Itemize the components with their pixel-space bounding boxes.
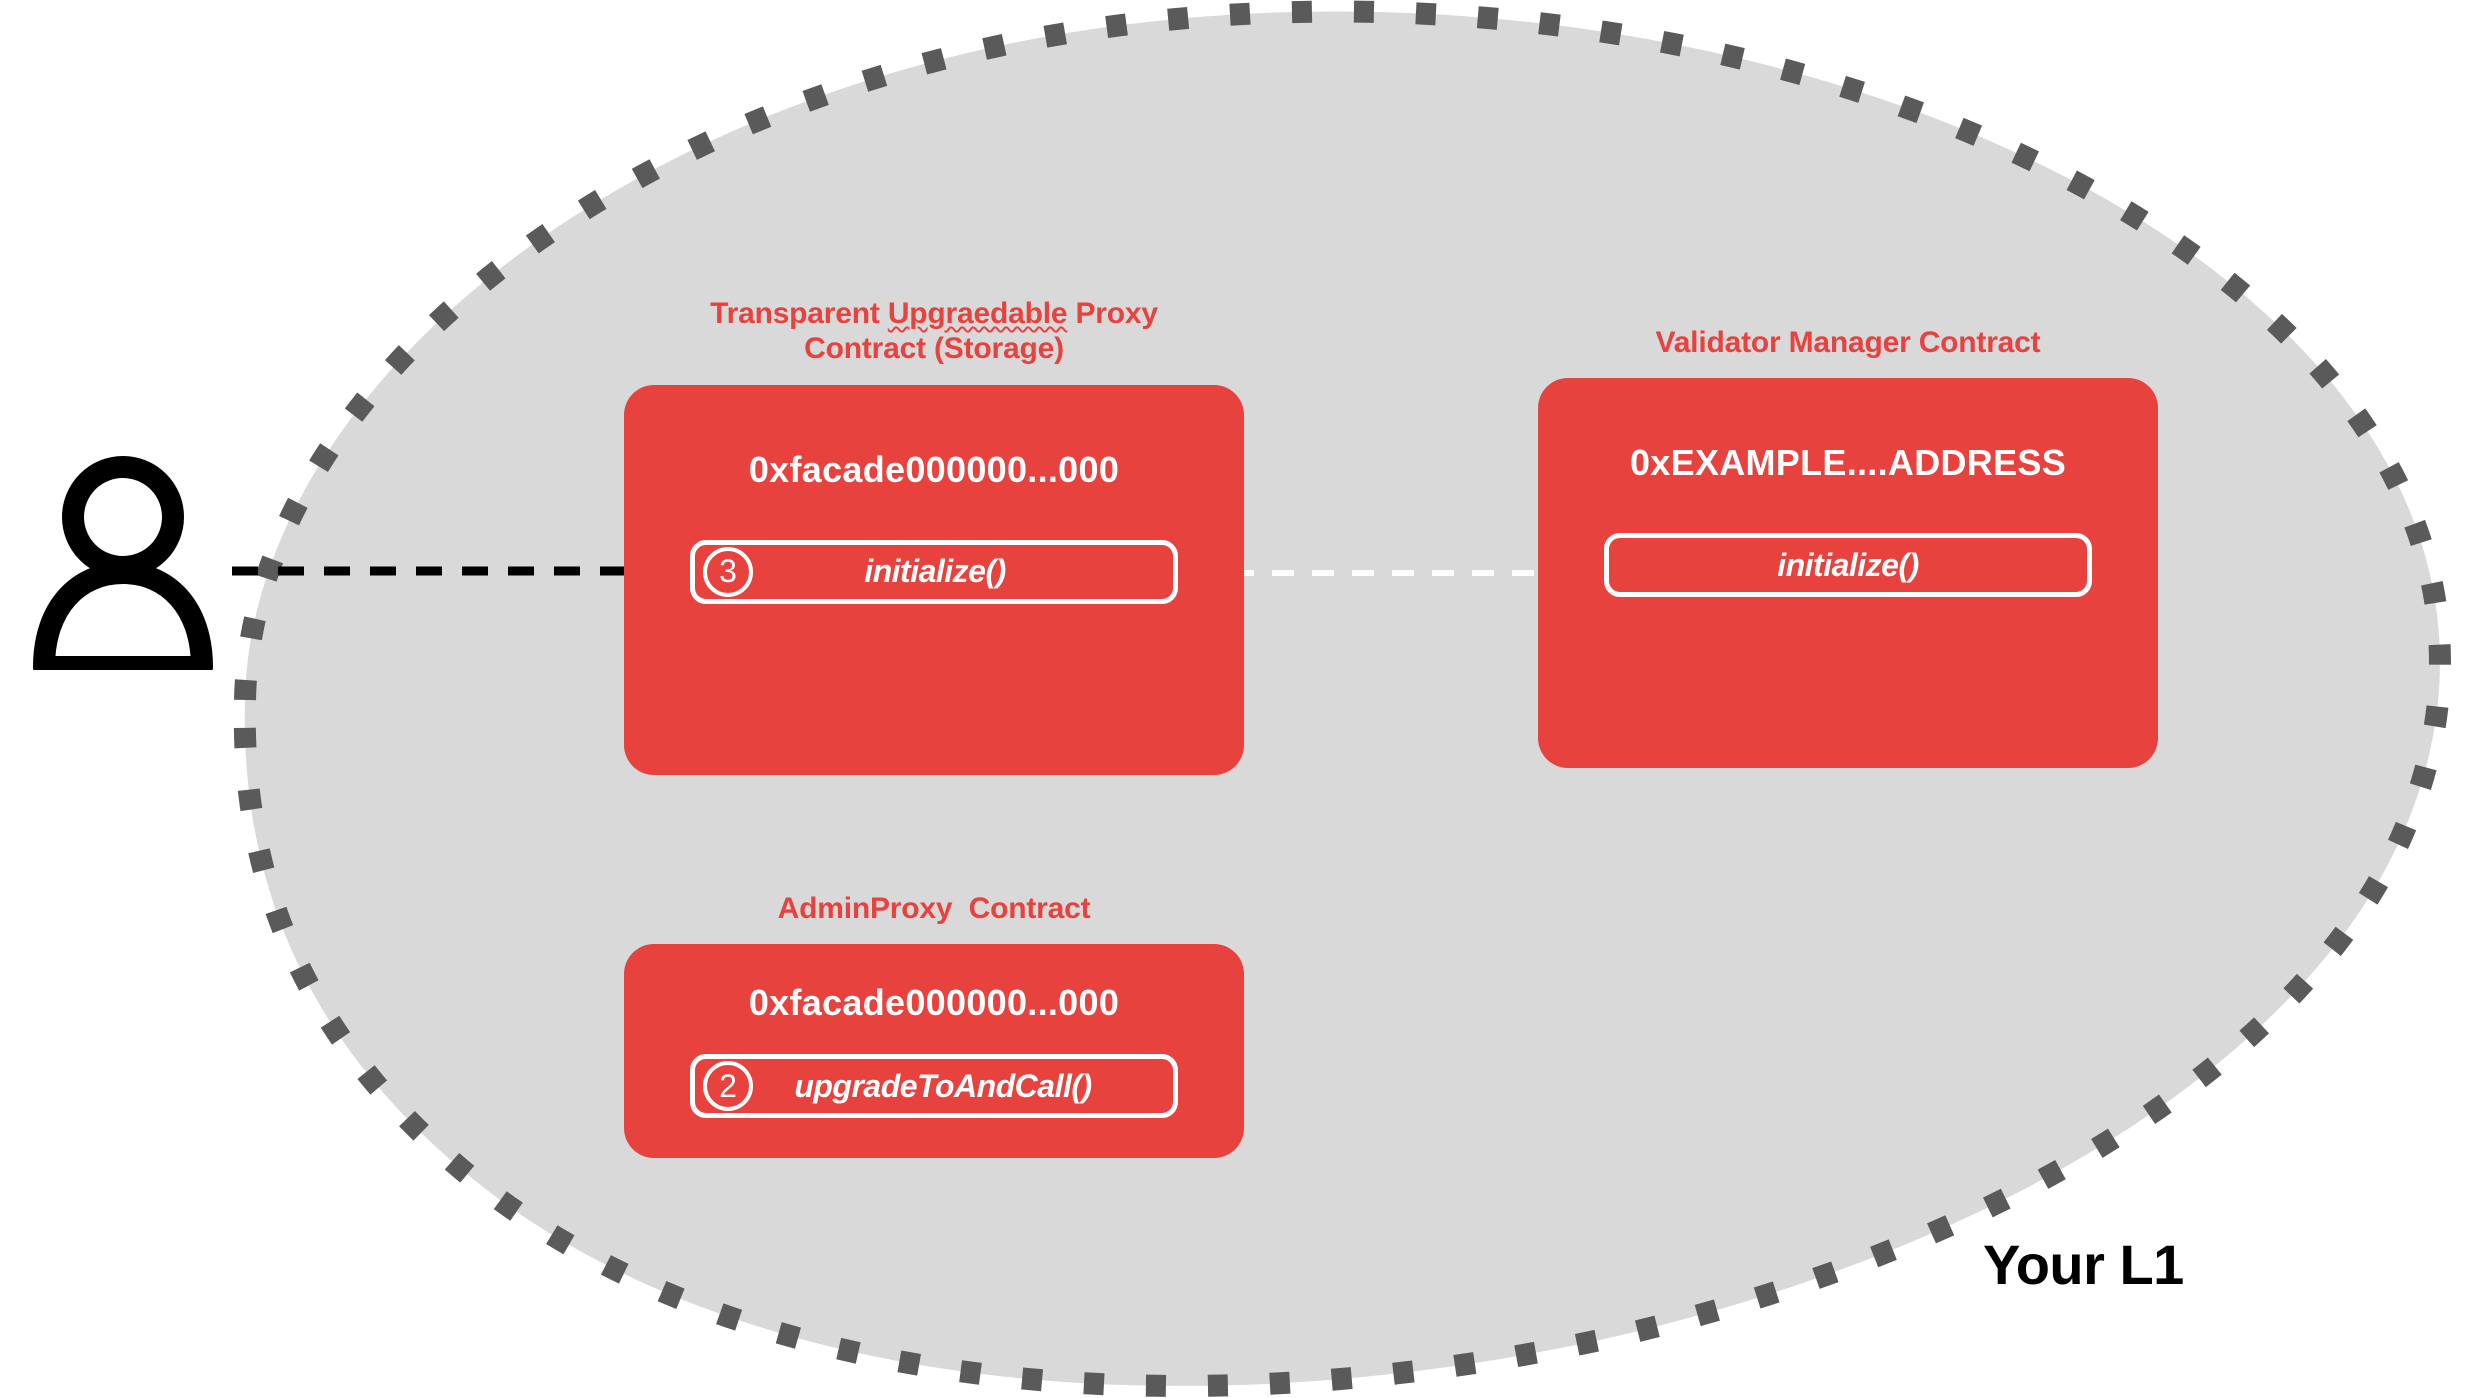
contract-address: 0xfacade000000...000 [748, 448, 1120, 490]
contract-validator-manager[interactable]: Validator Manager Contract 0xEXAMPLE....… [1538, 325, 2158, 769]
method-label: initialize() [864, 553, 1006, 590]
method-label: upgradeToAndCall() [794, 1067, 1092, 1104]
person-icon [33, 456, 213, 670]
method-upgrade-to-and-call[interactable]: 2 upgradeToAndCall() [690, 1054, 1178, 1119]
contract-address: 0xEXAMPLE....ADDRESS [1629, 442, 2067, 484]
step-badge: 2 [703, 1061, 753, 1112]
contract-body: 0xfacade000000...000 3 initialize() [624, 384, 1244, 775]
title-prefix: Transparent [710, 297, 888, 330]
title-misspelled-word: Upgraedable [887, 297, 1068, 330]
zone-label: Your L1 [1983, 1233, 2184, 1296]
method-initialize[interactable]: 3 initialize() [690, 539, 1178, 604]
contract-body: 0xEXAMPLE....ADDRESS initialize() [1538, 378, 2158, 769]
contract-admin-proxy[interactable]: AdminProxy Contract 0xfacade000000...000… [624, 891, 1244, 1159]
title-suffix: Proxy [1067, 297, 1158, 330]
contract-body: 0xfacade000000...000 2 upgradeToAndCall(… [624, 944, 1244, 1159]
contract-address: 0xfacade000000...000 [748, 982, 1120, 1024]
step-badge: 3 [703, 546, 753, 597]
method-label: initialize() [1777, 546, 1919, 583]
zone-dotted-border [233, 0, 2451, 1397]
title-line2: Contract (Storage) [804, 332, 1064, 366]
contract-title: Validator Manager Contract [1655, 326, 2041, 359]
contract-title: AdminProxy Contract [777, 892, 1091, 925]
method-initialize[interactable]: initialize() [1604, 533, 2092, 598]
